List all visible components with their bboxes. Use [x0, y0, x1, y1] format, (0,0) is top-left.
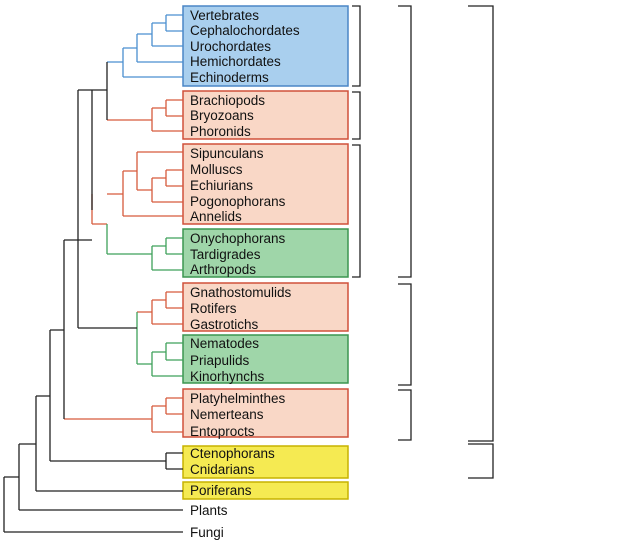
- bracket-protostomes: [398, 5, 412, 278]
- taxon-label: Gastrotichs: [190, 317, 259, 332]
- taxon-label: Echinoderms: [190, 70, 269, 85]
- taxon-label: Hemichordates: [190, 54, 281, 69]
- taxon-label: Cnidarians: [190, 462, 255, 477]
- taxon-label: Annelids: [190, 209, 242, 224]
- bracket-platyzoa: [398, 389, 412, 441]
- deuterostome-branches: [107, 14, 183, 78]
- taxon-label: Phoronids: [190, 124, 251, 139]
- taxon-label: Arthropods: [190, 262, 256, 277]
- gnathifera-branches: [137, 291, 183, 325]
- taxon-label: Brachiopods: [190, 93, 265, 108]
- taxon-label: Urochordates: [190, 39, 271, 54]
- group-boxes: [182, 5, 349, 500]
- taxon-label: Vertebrates: [190, 8, 259, 23]
- bracket-lophophorates: [352, 91, 361, 140]
- taxon-label: Gnathostomulids: [190, 285, 292, 300]
- taxon-label: Molluscs: [190, 162, 243, 177]
- taxon-label: Onychophorans: [190, 231, 286, 246]
- lophophorate-box: [182, 90, 349, 140]
- taxon-label: Rotifers: [190, 301, 237, 316]
- taxon-label: Poriferans: [190, 483, 252, 498]
- taxon-label: Echiurians: [190, 178, 253, 193]
- cycloneuralia-branches: [136, 312, 183, 377]
- taxon-labels: Vertebrates Cephalochordates Urochordate…: [190, 8, 300, 540]
- gnathifera-box: [182, 282, 349, 332]
- taxon-label: Pogonophorans: [190, 194, 286, 209]
- bracket-bilaterians: [468, 5, 494, 442]
- deuterostome-box: [182, 5, 349, 87]
- taxon-label: Ctenophorans: [190, 446, 275, 461]
- platyzoa-branches: [64, 397, 183, 433]
- taxon-label: Sipunculans: [190, 146, 264, 161]
- basal-branches: [3, 62, 183, 533]
- bracket-lower: [398, 283, 412, 386]
- lophophorate-branches: [107, 99, 183, 132]
- taxon-label: Bryozoans: [190, 108, 254, 123]
- taxon-label: Plants: [190, 503, 228, 518]
- taxon-label: Nematodes: [190, 336, 259, 351]
- taxon-label: Nemerteans: [190, 407, 264, 422]
- taxon-label: Tardigrades: [190, 247, 261, 262]
- taxon-label: Platyhelminthes: [190, 391, 286, 406]
- spiralian-box: [182, 143, 349, 225]
- bracket-deuterostomes: [352, 5, 361, 87]
- taxon-label: Priapulids: [190, 353, 250, 368]
- cycloneuralia-box: [182, 334, 349, 384]
- tree-branches: [3, 14, 183, 533]
- platyzoa-box: [182, 388, 349, 438]
- spiralian-branches: [91, 151, 183, 225]
- bracket-diploblasts: [468, 443, 494, 479]
- diploblast-box: [182, 445, 349, 479]
- panarthropod-box: [182, 228, 349, 278]
- clade-brackets: [352, 5, 494, 479]
- panarthropod-branches: [106, 224, 183, 271]
- taxon-label: Entoprocts: [190, 424, 255, 439]
- taxon-label: Fungi: [190, 525, 224, 540]
- taxon-label: Kinorhynchs: [190, 369, 265, 384]
- taxon-label: Cephalochordates: [190, 23, 300, 38]
- bracket-spiralians: [352, 144, 361, 278]
